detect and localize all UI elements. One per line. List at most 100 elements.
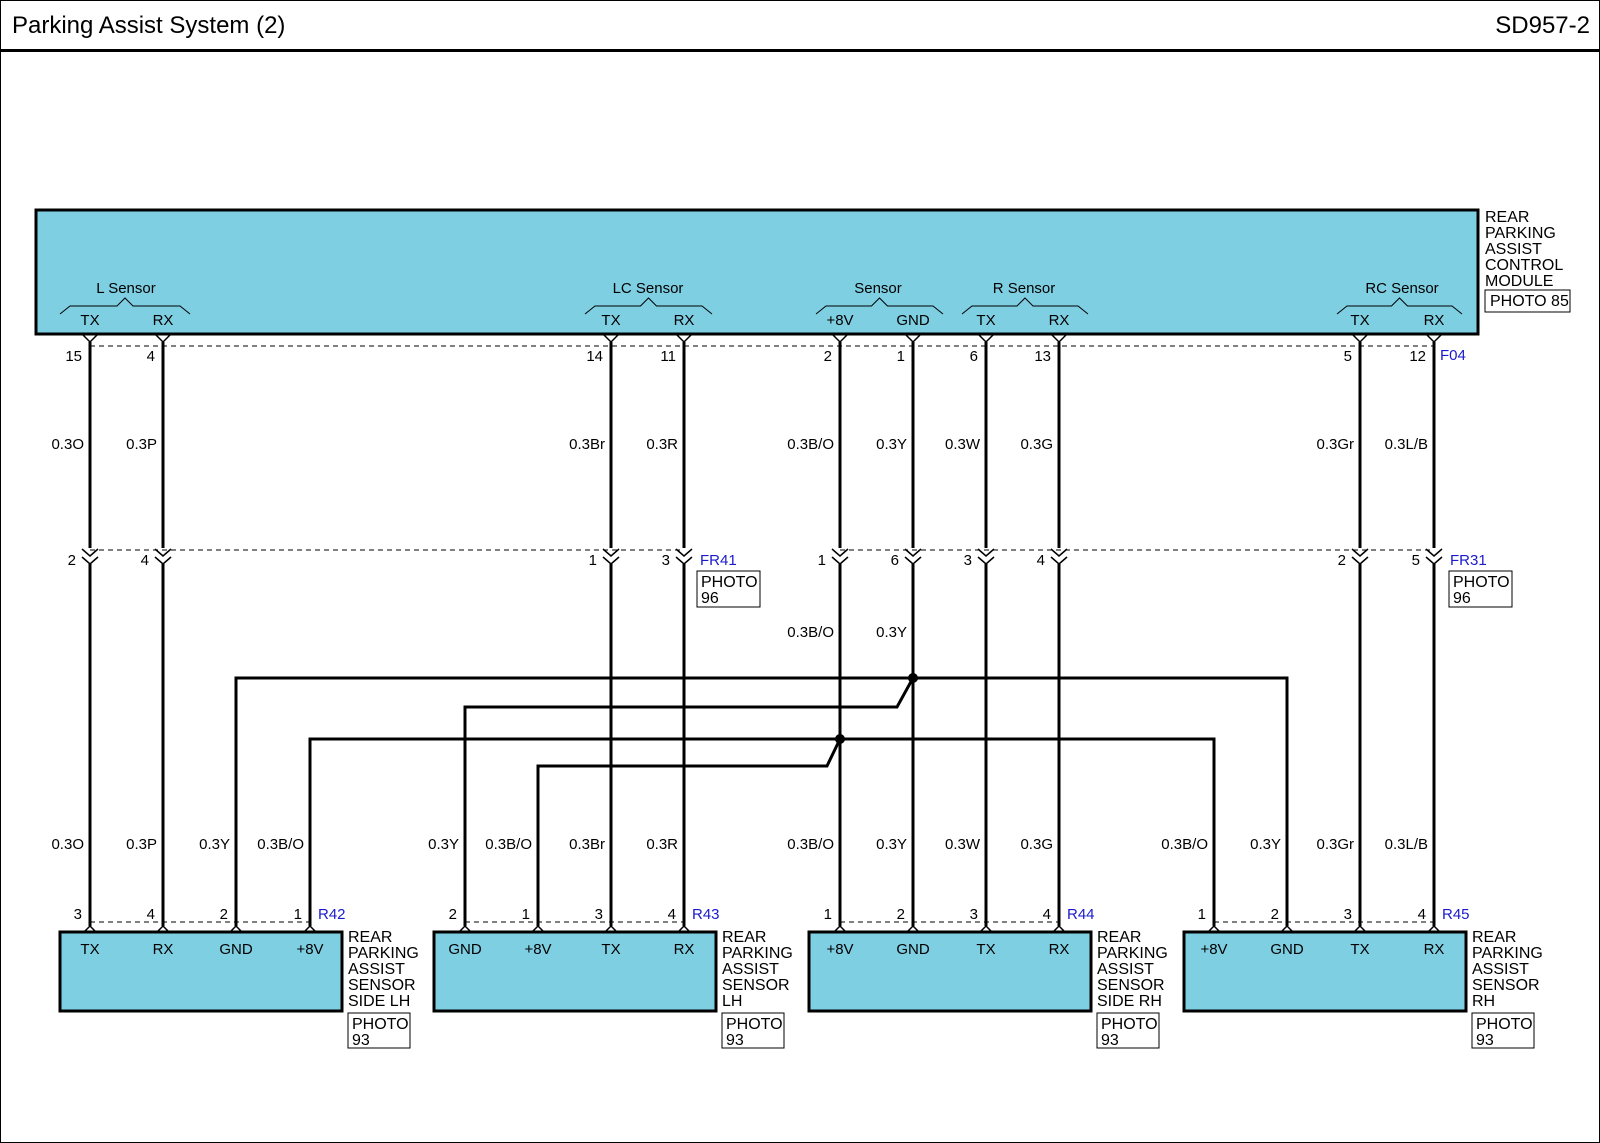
junction-connector-chevron: [81, 548, 99, 557]
junction-connector-chevron: [831, 556, 849, 565]
sensor-pin-number: 3: [595, 906, 603, 923]
title-bar: Parking Assist System (2) SD957-2: [0, 0, 1600, 52]
photo-reference-label: PHOTO: [726, 1016, 783, 1033]
sensor-pin-number: 1: [522, 906, 530, 923]
junction-pin-number: 2: [1338, 552, 1346, 569]
wire-color-label: 0.3B/O: [787, 624, 834, 641]
sensor-name: ASSIST: [348, 961, 405, 978]
pin-group-bracket: [584, 297, 713, 315]
pin-group-label: LC Sensor: [613, 280, 684, 297]
sensor-terminal-mark: [155, 924, 171, 934]
junction-connector-chevron: [1050, 556, 1068, 565]
sensor-pin-number: 4: [1043, 906, 1051, 923]
sensor-name: PARKING: [348, 945, 419, 962]
sensor-pin-label: GND: [448, 941, 482, 958]
sensor-terminal-mark: [228, 924, 244, 934]
module-pin-label: RX: [674, 312, 695, 329]
sensor-pin-label: TX: [976, 941, 995, 958]
pin-group-bracket: [1336, 297, 1463, 315]
sensor-terminal-mark: [1206, 924, 1222, 934]
sensor-pin-label: GND: [896, 941, 930, 958]
sensor-photo-box: [1471, 1012, 1535, 1049]
module-pin-number: 13: [1034, 348, 1051, 365]
module-terminal-mark: [1352, 334, 1368, 344]
sensor-terminal-mark: [1051, 924, 1067, 934]
sensor-name: REAR: [1472, 929, 1516, 946]
junction-connector-chevron: [904, 548, 922, 557]
control-module-name: MODULE: [1485, 273, 1553, 290]
junction-connector-chevron: [831, 548, 849, 557]
module-pin-label: +8V: [826, 312, 853, 329]
sensor-name: REAR: [722, 929, 766, 946]
wire-color-label: 0.3Br: [569, 436, 605, 453]
sensor-box-s2: [432, 930, 718, 1013]
module-terminal-mark: [905, 334, 921, 344]
wire-color-label: 0.3Y: [876, 624, 907, 641]
sensor-terminal-mark: [1352, 924, 1368, 934]
photo-reference-label: 93: [1476, 1032, 1494, 1049]
wire-color-label: 0.3O: [51, 836, 84, 853]
sensor-terminal-mark: [905, 924, 921, 934]
sensor-name: ASSIST: [1097, 961, 1154, 978]
sensor-terminal-mark: [82, 924, 98, 934]
control-module-name: REAR: [1485, 209, 1529, 226]
module-pin-label: RX: [153, 312, 174, 329]
sensor-pin-number: 2: [449, 906, 457, 923]
sensor-box-s1: [58, 930, 344, 1013]
junction-connector-chevron: [1425, 556, 1443, 565]
module-pin-number: 12: [1409, 348, 1426, 365]
wire-ground-branch: [463, 677, 915, 926]
sensor-name: SIDE LH: [348, 993, 410, 1010]
photo-reference-label: PHOTO: [1453, 574, 1510, 591]
wire-color-label: 0.3Y: [428, 836, 459, 853]
sensor-pin-number: 4: [668, 906, 676, 923]
sensor-pin-number: 3: [74, 906, 82, 923]
junction-pin-number: 5: [1412, 552, 1420, 569]
sensor-connector-id: R43: [692, 906, 720, 923]
control-module-name: PARKING: [1485, 225, 1556, 242]
junction-connector-chevron: [977, 556, 995, 565]
photo-reference-label: PHOTO: [701, 574, 758, 591]
junction-photo-box: [696, 570, 761, 608]
photo-reference-label: PHOTO: [352, 1016, 409, 1033]
photo-reference-label: 96: [701, 590, 719, 607]
module-terminal-mark: [978, 334, 994, 344]
sensor-photo-box: [1096, 1012, 1160, 1049]
sensor-name: RH: [1472, 993, 1495, 1010]
wire-color-label: 0.3B/O: [1161, 836, 1208, 853]
junction-connector-chevron: [154, 548, 172, 557]
sensor-terminal-mark: [676, 924, 692, 934]
wire-color-label: 0.3L/B: [1385, 436, 1428, 453]
module-pin-label: RX: [1424, 312, 1445, 329]
photo-reference-label: 93: [1101, 1032, 1119, 1049]
page-title: Parking Assist System (2): [12, 12, 286, 39]
junction-connector-chevron: [675, 548, 693, 557]
control-module-name: ASSIST: [1485, 241, 1542, 258]
sensor-name: SENSOR: [348, 977, 416, 994]
sensor-pin-number: 1: [1198, 906, 1206, 923]
junction-connector-chevron: [1050, 548, 1068, 557]
sensor-name: SENSOR: [1472, 977, 1540, 994]
wire-color-label: 0.3R: [646, 836, 678, 853]
sensor-pin-number: 1: [824, 906, 832, 923]
pin-group-bracket: [59, 297, 191, 315]
junction-connector-chevron: [675, 556, 693, 565]
module-pin-number: 6: [970, 348, 978, 365]
sensor-pin-number: 2: [1271, 906, 1279, 923]
wire-color-label: 0.3Y: [199, 836, 230, 853]
wire-color-label: 0.3Y: [876, 436, 907, 453]
junction-connector-id: FR41: [700, 552, 737, 569]
wire-color-label: 0.3B/O: [787, 436, 834, 453]
module-pin-number: 1: [897, 348, 905, 365]
control-module-photo-label: PHOTO 85: [1490, 293, 1569, 310]
pin-group-label: R Sensor: [993, 280, 1056, 297]
module-pin-label: TX: [1350, 312, 1369, 329]
junction-pin-number: 6: [891, 552, 899, 569]
junction-connector-chevron: [977, 548, 995, 557]
sensor-pin-number: 3: [1344, 906, 1352, 923]
junction-pin-number: 1: [589, 552, 597, 569]
sensor-name: ASSIST: [722, 961, 779, 978]
module-terminal-mark: [1051, 334, 1067, 344]
sensor-connector-id: R44: [1067, 906, 1095, 923]
